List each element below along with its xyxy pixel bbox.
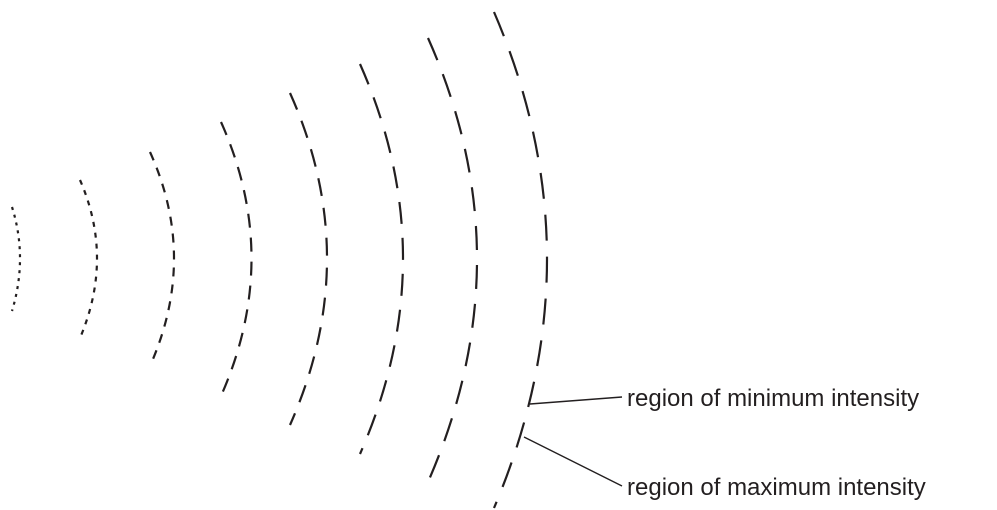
wavefront-2 — [78, 179, 98, 339]
wavefront-1 — [10, 206, 22, 312]
wavefront-4 — [219, 121, 253, 397]
wavefront-8 — [492, 11, 548, 509]
minimum-leader-line — [529, 396, 623, 405]
maximum-leader-line — [523, 436, 623, 487]
maximum-intensity-label: region of maximum intensity — [627, 474, 926, 501]
wavefront-3 — [148, 151, 176, 367]
wavefront-6 — [358, 63, 405, 455]
minimum-intensity-label: region of minimum intensity — [627, 385, 919, 412]
wavefront-5 — [288, 92, 328, 426]
wavefront-7 — [426, 37, 479, 483]
